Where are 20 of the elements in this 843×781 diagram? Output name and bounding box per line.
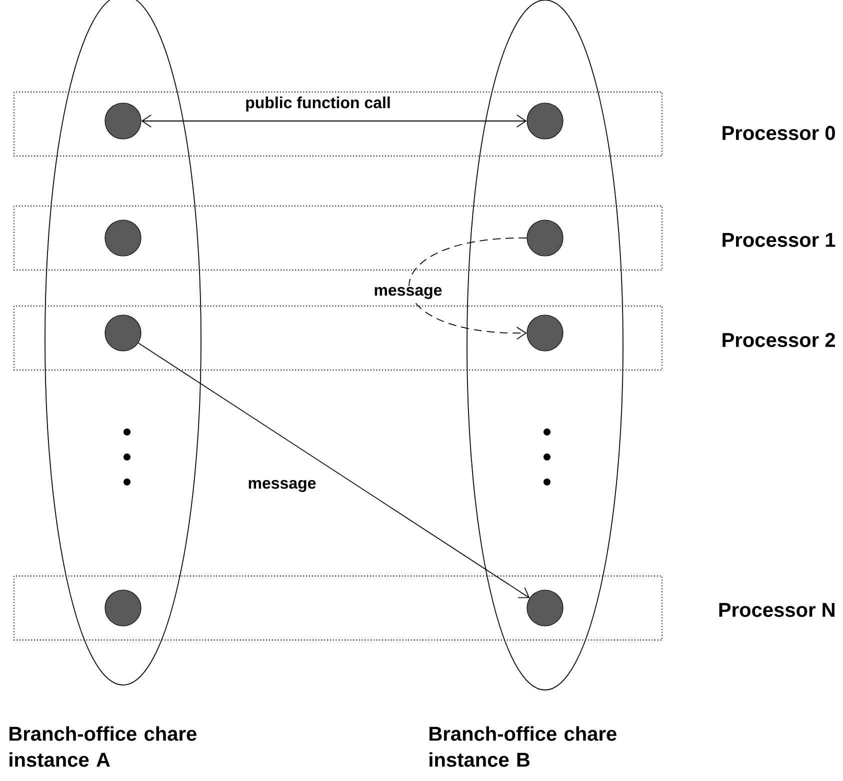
edge-label: public function call: [244, 96, 392, 112]
object-circle: [104, 220, 142, 256]
object-circle: [104, 590, 142, 626]
object-circle: [526, 314, 564, 352]
edge-label: message: [246, 479, 318, 493]
arrow: [408, 238, 528, 340]
object-circle: [104, 314, 142, 352]
processor-label: Processor 0: [722, 126, 835, 140]
arrow: [141, 114, 527, 128]
processor-label: Processor 2: [722, 332, 835, 348]
object-circle: [104, 102, 142, 140]
chare-heading: Branch-office chare instance B: [430, 726, 616, 767]
processor-label: Processor 1: [722, 233, 836, 247]
edge-label: message: [372, 286, 444, 300]
processor-label: Processor N: [719, 603, 834, 617]
chare-heading: Branch-office chare instance A: [10, 726, 196, 767]
arrow: [138, 342, 530, 598]
object-circle: [526, 220, 564, 256]
object-circle: [526, 102, 564, 140]
object-circle: [526, 590, 564, 626]
